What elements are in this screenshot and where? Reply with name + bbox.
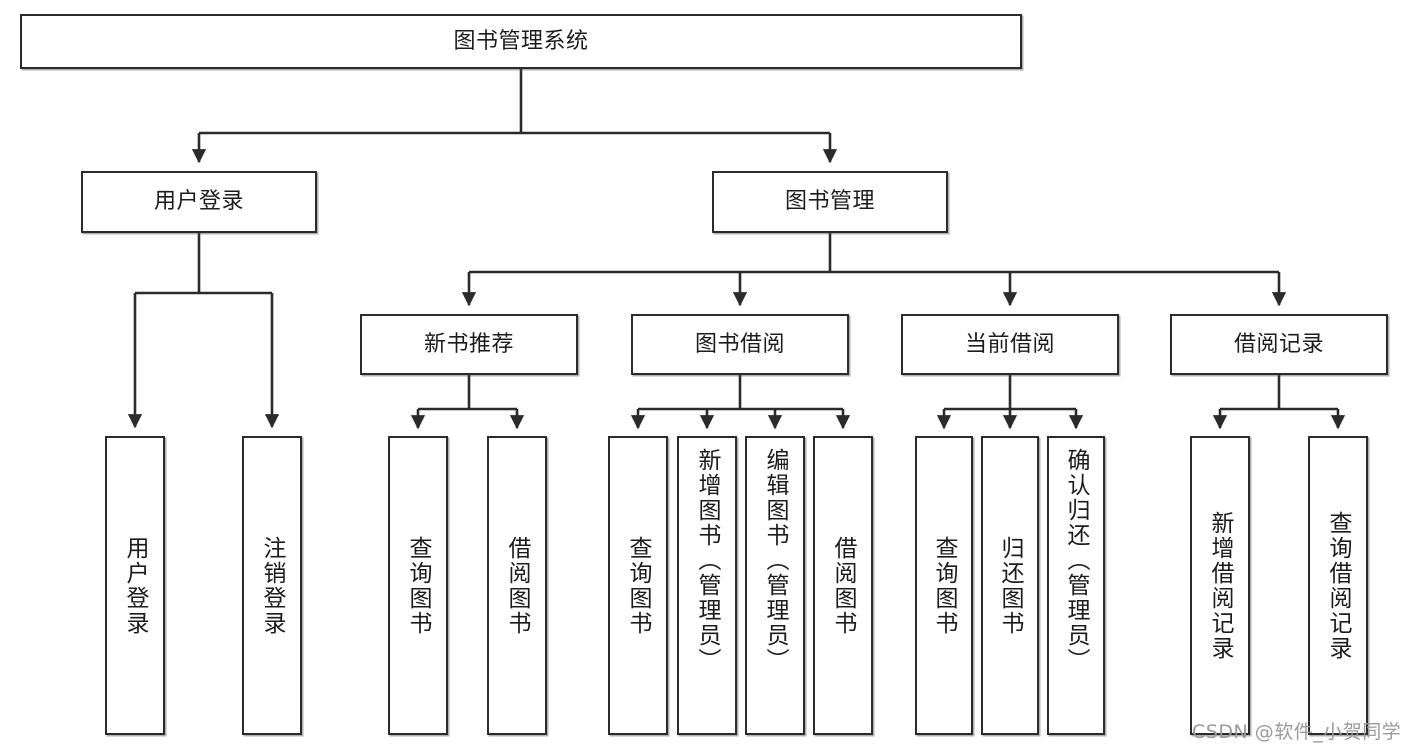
node-leaf-query-book-3[interactable]: 查询图书 bbox=[915, 436, 973, 735]
node-leaf-confirm-return-label: 确认归还（管理员） bbox=[1063, 448, 1090, 673]
node-new-book-recommend-label: 新书推荐 bbox=[423, 331, 514, 357]
node-leaf-return-book[interactable]: 归还图书 bbox=[981, 436, 1039, 735]
node-leaf-query-book-1-label: 查询图书 bbox=[405, 535, 432, 636]
node-borrow-record[interactable]: 借阅记录 bbox=[1170, 314, 1388, 375]
node-leaf-query-book-3-label: 查询图书 bbox=[931, 535, 958, 636]
csdn-watermark: CSDN @软件_小贺同学 bbox=[1192, 721, 1402, 743]
node-leaf-add-book[interactable]: 新增图书（管理员） bbox=[677, 436, 737, 735]
node-book-borrow[interactable]: 图书借阅 bbox=[631, 314, 849, 375]
node-leaf-user-login-label: 用户登录 bbox=[122, 535, 149, 636]
node-leaf-user-logout[interactable]: 注销登录 bbox=[242, 436, 302, 735]
node-leaf-borrow-book-1-label: 借阅图书 bbox=[504, 535, 531, 636]
node-book-management[interactable]: 图书管理 bbox=[712, 171, 948, 233]
node-leaf-edit-book[interactable]: 编辑图书（管理员） bbox=[745, 436, 805, 735]
node-root-label: 图书管理系统 bbox=[453, 28, 589, 54]
node-leaf-borrow-book-2[interactable]: 借阅图书 bbox=[813, 436, 873, 735]
node-root[interactable]: 图书管理系统 bbox=[20, 14, 1022, 69]
node-leaf-query-book-1[interactable]: 查询图书 bbox=[388, 436, 448, 735]
node-leaf-user-login[interactable]: 用户登录 bbox=[105, 436, 165, 735]
node-leaf-edit-book-label: 编辑图书（管理员） bbox=[762, 448, 789, 673]
node-leaf-confirm-return[interactable]: 确认归还（管理员） bbox=[1047, 436, 1105, 735]
node-book-borrow-label: 图书借阅 bbox=[694, 331, 785, 357]
node-new-book-recommend[interactable]: 新书推荐 bbox=[360, 314, 578, 375]
node-user-login-label: 用户登录 bbox=[153, 189, 244, 215]
node-leaf-query-book-2-label: 查询图书 bbox=[625, 535, 652, 636]
node-current-borrow[interactable]: 当前借阅 bbox=[901, 314, 1119, 375]
node-book-management-label: 图书管理 bbox=[784, 189, 875, 215]
node-leaf-query-record-label: 查询借阅记录 bbox=[1325, 510, 1352, 661]
node-current-borrow-label: 当前借阅 bbox=[964, 331, 1055, 357]
node-leaf-query-record[interactable]: 查询借阅记录 bbox=[1308, 436, 1368, 735]
node-leaf-borrow-book-2-label: 借阅图书 bbox=[830, 535, 857, 636]
node-leaf-add-record[interactable]: 新增借阅记录 bbox=[1190, 436, 1250, 735]
node-leaf-add-book-label: 新增图书（管理员） bbox=[694, 448, 721, 673]
node-leaf-user-logout-label: 注销登录 bbox=[259, 535, 286, 636]
node-leaf-borrow-book-1[interactable]: 借阅图书 bbox=[487, 436, 547, 735]
node-user-login[interactable]: 用户登录 bbox=[81, 171, 317, 233]
node-leaf-add-record-label: 新增借阅记录 bbox=[1207, 510, 1234, 661]
node-borrow-record-label: 借阅记录 bbox=[1233, 331, 1324, 357]
node-leaf-query-book-2[interactable]: 查询图书 bbox=[608, 436, 668, 735]
node-leaf-return-book-label: 归还图书 bbox=[997, 535, 1024, 636]
